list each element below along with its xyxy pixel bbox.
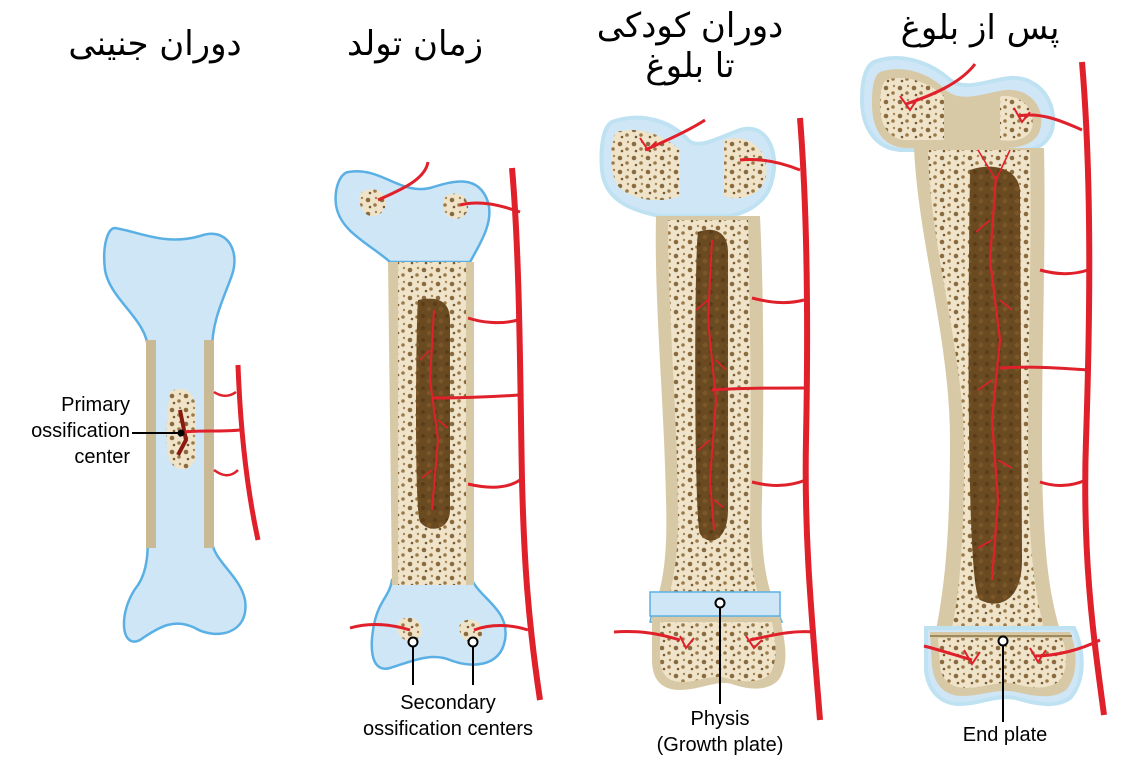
label-secondary-ossification: Secondary ossification centers (362, 692, 534, 740)
label-end-plate: End plate (962, 724, 1048, 746)
stage-title-adult: پس از بلوغ (900, 8, 1060, 48)
label-physis: Physis (Growth plate) (656, 708, 784, 756)
stage-title-fetal: دوران جنینی (68, 24, 242, 64)
fetal-primary-center (166, 388, 196, 470)
adult-bone (859, 56, 1107, 722)
fetal-vessel (235, 364, 261, 541)
adult-vessel (1079, 61, 1107, 716)
birth-cartilage-top (334, 169, 491, 264)
birth-bone (334, 161, 543, 701)
label-primary-ossification: Primary ossification center (31, 394, 130, 468)
childhood-bone (599, 115, 823, 721)
birth-secondary-center-1 (359, 189, 386, 217)
stage-title-birth: زمان تولد (347, 24, 483, 64)
childhood-vessel (797, 117, 823, 721)
childhood-marrow (695, 229, 728, 541)
fetal-bone (103, 226, 261, 643)
stage-title-childhood: دوران کودکی تا بلوغ (596, 6, 784, 86)
birth-vessel (509, 167, 543, 701)
birth-secondary-center-4 (459, 619, 483, 642)
birth-secondary-center-2 (443, 193, 468, 219)
fetal-collar-left (146, 340, 156, 548)
fetal-collar-right (204, 340, 214, 548)
